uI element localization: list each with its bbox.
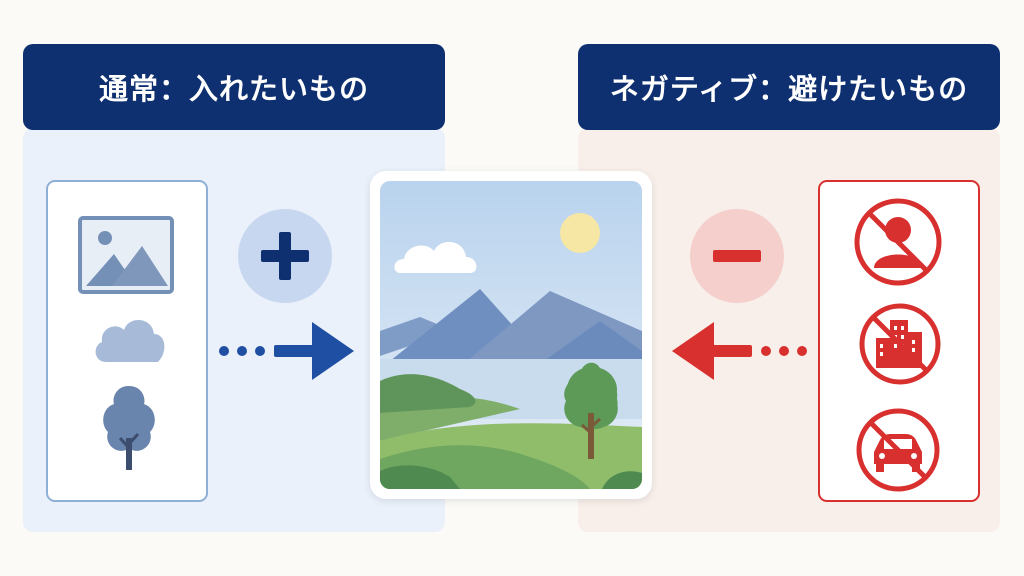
no-person-icon xyxy=(854,198,942,286)
negative-header-title: ネガティブ：避けたいもの xyxy=(609,72,969,106)
positive-header-title: 通常：入れたいもの xyxy=(98,72,369,106)
blue-arrow-icon xyxy=(219,322,354,380)
no-car-icon xyxy=(856,408,940,492)
minus-icon xyxy=(690,209,784,303)
negative-items-card xyxy=(818,180,980,502)
result-image-frame xyxy=(370,171,652,499)
landscape-illustration xyxy=(380,181,642,489)
cloud-icon xyxy=(95,319,165,362)
plus-icon xyxy=(238,209,332,303)
image-icon xyxy=(78,216,174,294)
tree-icon xyxy=(103,386,155,470)
positive-items-card xyxy=(46,180,208,502)
red-arrow-icon xyxy=(672,322,807,380)
negative-header: ネガティブ：避けたいもの xyxy=(578,44,1000,130)
no-building-icon xyxy=(859,303,941,385)
positive-header: 通常：入れたいもの xyxy=(23,44,445,130)
